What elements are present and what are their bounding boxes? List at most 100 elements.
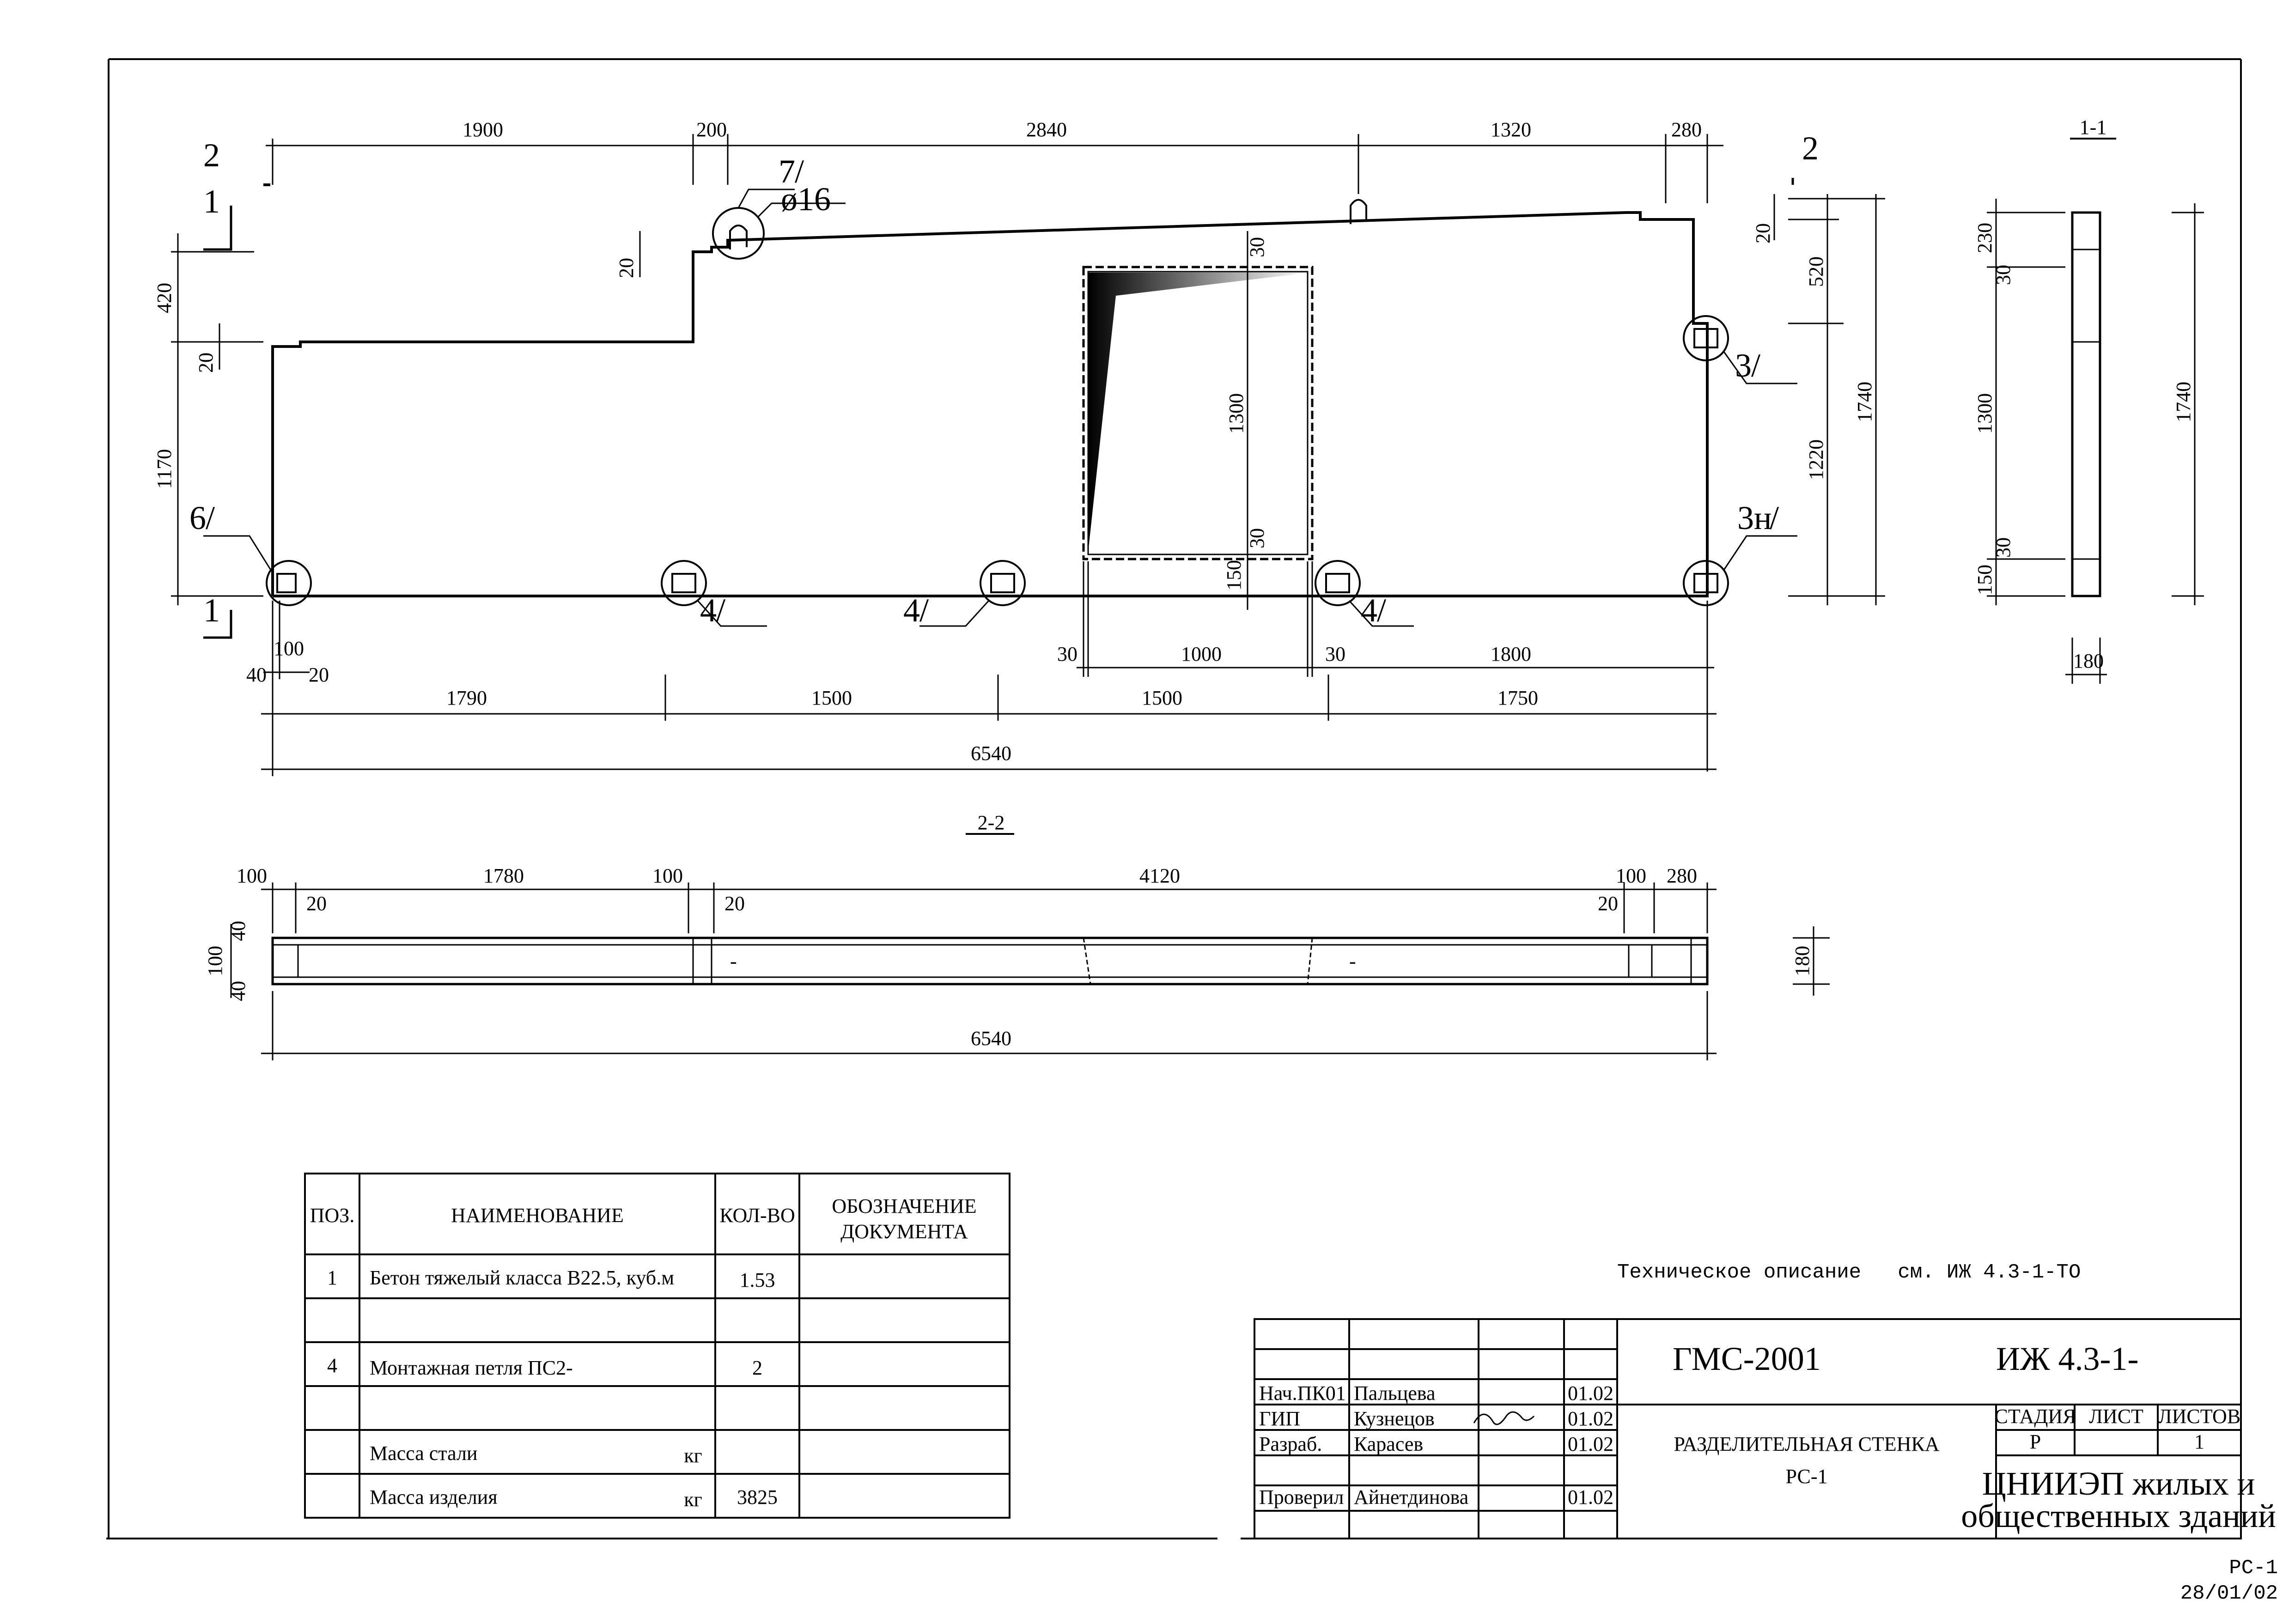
tb-sheets-label: ЛИСТОВ [2158, 1405, 2240, 1428]
tb-role-3: Разраб. [1259, 1433, 1322, 1455]
tb-date-1: 01.02 [1568, 1382, 1613, 1405]
dim-1500-b: 1500 [1142, 687, 1182, 709]
dim-420: 420 [153, 283, 176, 313]
tb-stage: Р [2030, 1430, 2041, 1453]
s22-dim-100-b: 100 [652, 864, 683, 887]
dim-bottom [261, 601, 1717, 776]
dim-20-left: 20 [195, 353, 217, 373]
s22-dim-20-b: 20 [724, 892, 745, 915]
spec-table [304, 1173, 1011, 1519]
window-hatch [1088, 273, 1310, 552]
title-block-text: ГМС-2001 ИЖ 4.3-1- РАЗДЕЛИТЕЛЬНАЯ СТЕНКА… [1259, 1340, 2276, 1534]
dim-20-right: 20 [1752, 223, 1774, 243]
tb-org-2: общественных зданий [1961, 1497, 2276, 1534]
section-1-1-title: 1-1 [2080, 116, 2107, 139]
callout-diameter: ø16 [781, 181, 831, 218]
s22-dim-6540: 6540 [971, 1027, 1011, 1050]
spec-steel-unit: кг [684, 1444, 702, 1467]
s11-dim-1300: 1300 [1973, 393, 1996, 434]
dim-1900: 1900 [463, 118, 503, 141]
dim-top [266, 134, 1723, 203]
tb-sheet: 1 [2194, 1430, 2204, 1453]
elevation-labels: 1900 200 2840 1320 280 2 1 1 2 420 20 11… [153, 118, 1876, 765]
s22-dim-180: 180 [1791, 946, 1814, 976]
stamp-code: РС-1 [2229, 1557, 2278, 1580]
s22-mark-a: - [730, 950, 737, 973]
spec-row1-name: Бетон тяжелый класса В22.5, куб.м [370, 1266, 674, 1289]
dim-gap-30-right: 30 [1325, 643, 1345, 665]
callout-3-slash: / [1751, 347, 1760, 384]
callout-6: 6 [189, 499, 206, 536]
tb-name-3: Карасев [1354, 1433, 1423, 1455]
dim-6540: 6540 [971, 742, 1011, 765]
dim-520: 520 [1805, 256, 1827, 287]
cut-mark-2-left: 2 [203, 137, 220, 174]
s11-dim-230: 230 [1973, 223, 1996, 253]
lifting-loop [1350, 199, 1367, 224]
spec-row2-qty: 2 [752, 1356, 762, 1379]
spec-header-pos: ПОЗ. [310, 1204, 355, 1227]
dim-opening [1077, 231, 1714, 772]
cut-mark-2-right: 2 [1802, 130, 1819, 167]
dim-opening-1300: 1300 [1225, 393, 1248, 434]
spec-table-text: ПОЗ. НАИМЕНОВАНИЕ КОЛ-ВО ОБОЗНАЧЕНИЕ ДОК… [310, 1195, 977, 1511]
tech-note: Техническое описание см. ИЖ 4.3-1-ТО [1617, 1261, 2081, 1284]
spec-header-qty: КОЛ-ВО [719, 1204, 795, 1227]
dim-100-small: 100 [274, 637, 304, 660]
tb-date-3: 01.02 [1568, 1433, 1613, 1455]
lifting-loop-7 [729, 225, 748, 249]
tb-date-4: 01.02 [1568, 1486, 1613, 1508]
spec-header-doc: ОБОЗНАЧЕНИЕ [832, 1195, 976, 1217]
callout-3n: 3н [1737, 499, 1772, 536]
dim-280: 280 [1671, 118, 1702, 141]
tb-name-4: Айнетдинова [1354, 1486, 1468, 1508]
dim-left [171, 231, 641, 605]
dim-1750: 1750 [1498, 687, 1538, 709]
tb-title-2: РС-1 [1785, 1465, 1827, 1488]
dim-opening-30-bottom: 30 [1246, 528, 1268, 548]
s22-dim-1780: 1780 [483, 864, 524, 887]
dim-opening-1800: 1800 [1491, 643, 1531, 665]
tb-doc-code: ИЖ 4.3-1- [1996, 1340, 2138, 1377]
spec-steel-mass: Масса стали [370, 1442, 478, 1465]
wall-outline [271, 211, 1709, 597]
title-block [1254, 1318, 2242, 1539]
tb-role-1: Нач.ПК01 [1259, 1382, 1346, 1405]
tb-name-2: Кузнецов [1354, 1407, 1435, 1430]
cut-mark-1-left-bottom: 1 [203, 592, 220, 629]
s11-dim-150: 150 [1973, 565, 1996, 595]
tb-project: ГМС-2001 [1673, 1340, 1821, 1377]
section-2-2-title: 2-2 [978, 811, 1005, 834]
dim-1740: 1740 [1853, 382, 1876, 422]
tb-sheet-label: ЛИСТ [2089, 1405, 2143, 1428]
embed-plates [266, 207, 1729, 606]
callout-4-c-slash: / [1377, 592, 1386, 629]
wall-elevation [171, 134, 1885, 776]
dim-2840: 2840 [1026, 118, 1067, 141]
spec-row1-pos: 1 [327, 1266, 337, 1289]
dim-20-small: 20 [309, 663, 329, 686]
signature [1473, 1411, 1535, 1425]
dim-1220: 1220 [1805, 439, 1827, 480]
dim-20-step: 20 [615, 258, 638, 278]
dim-1170: 1170 [153, 449, 176, 489]
spec-row2-name: Монтажная петля ПС2- [370, 1356, 573, 1379]
dim-opening-1000: 1000 [1181, 643, 1222, 665]
s22-dim-40-bottom: 40 [227, 981, 250, 1001]
dim-gap-30-left: 30 [1057, 643, 1077, 665]
callout-4-a: 4 [700, 592, 717, 629]
dim-right [1773, 194, 1885, 605]
s22-dim-20-a: 20 [306, 892, 327, 915]
cut-mark-1-left-top: 1 [203, 183, 220, 220]
dim-opening-30-top: 30 [1246, 237, 1268, 257]
dim-40-small: 40 [246, 663, 267, 686]
callout-7: 7 [779, 153, 795, 190]
tb-role-2: ГИП [1259, 1407, 1300, 1430]
dim-opening-150: 150 [1223, 560, 1245, 590]
spec-header-doc-2: ДОКУМЕНТА [840, 1220, 968, 1243]
tb-role-4: Проверил [1259, 1486, 1344, 1508]
s22-dim-20-c: 20 [1598, 892, 1618, 915]
tb-stage-label: СТАДИЯ [1995, 1405, 2076, 1428]
tb-title-1: РАЗДЕЛИТЕЛЬНАЯ СТЕНКА [1674, 1433, 1940, 1455]
